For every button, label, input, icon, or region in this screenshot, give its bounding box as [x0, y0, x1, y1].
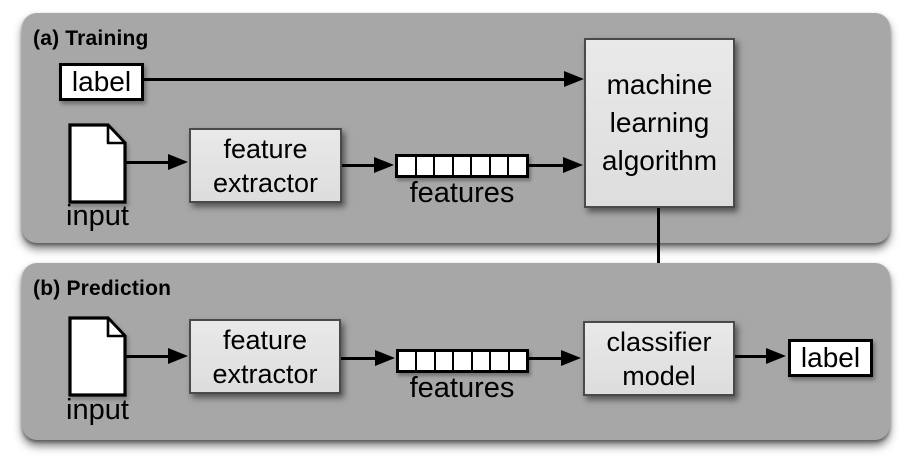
prediction-features-caption: features	[409, 372, 515, 404]
panel-training	[22, 13, 890, 243]
document-icon	[68, 316, 127, 397]
arrow-line	[529, 357, 563, 360]
arrow-line	[735, 355, 768, 358]
feature-cell	[454, 352, 473, 370]
arrow-line	[125, 355, 170, 358]
feature-extractor-line1: feature	[223, 133, 308, 164]
feature-cell	[490, 157, 510, 175]
training-label-box: label	[59, 63, 144, 101]
feature-cell	[472, 352, 492, 370]
arrow-head-icon	[374, 157, 394, 173]
feature-cell	[509, 157, 527, 175]
arrow-line	[341, 357, 377, 360]
classifier-line1: classifier	[606, 326, 712, 357]
classifier-line2: model	[622, 360, 696, 391]
arrow-line	[529, 164, 565, 167]
arrow-head-icon	[563, 157, 583, 173]
feature-extractor-line2: extractor	[212, 167, 319, 198]
algorithm-line2: learning	[609, 107, 710, 138]
feature-extractor-line2: extractor	[212, 358, 318, 389]
arrow-line	[124, 161, 170, 164]
prediction-feature-extractor-box: feature extractor	[189, 319, 341, 394]
feature-extractor-line1: feature	[222, 324, 308, 355]
prediction-input-caption: input	[66, 394, 129, 426]
feature-cell	[472, 157, 491, 175]
training-features-strip	[395, 154, 529, 178]
arrow-line	[657, 208, 660, 298]
prediction-label-box: label	[788, 339, 873, 377]
prediction-label-text: label	[800, 342, 861, 373]
arrow-head-icon	[766, 348, 786, 364]
feature-cell	[435, 157, 454, 175]
feature-cell	[417, 352, 436, 370]
classifier-model-box: classifier model	[583, 321, 735, 396]
algorithm-line3: algorithm	[601, 145, 718, 176]
feature-cell	[453, 157, 473, 175]
arrow-head-icon	[168, 348, 188, 364]
algorithm-line1: machine	[606, 69, 713, 100]
feature-cell	[509, 352, 526, 370]
feature-cell	[416, 157, 436, 175]
training-input-caption: input	[66, 200, 129, 232]
panel-prediction-title: (b) Prediction	[33, 277, 172, 300]
arrow-head-icon	[564, 71, 584, 87]
arrow-line	[342, 164, 376, 167]
prediction-features-strip	[396, 349, 529, 373]
machine-learning-algorithm-box: machine learning algorithm	[584, 38, 735, 208]
arrow-head-icon	[375, 350, 395, 366]
feature-cell	[435, 352, 455, 370]
feature-cell	[491, 352, 510, 370]
training-label-text: label	[71, 66, 132, 97]
arrow-head-icon	[168, 154, 188, 170]
arrow-line	[143, 78, 566, 81]
arrow-head-icon	[561, 350, 581, 366]
training-feature-extractor-box: feature extractor	[189, 128, 342, 203]
panel-training-title: (a) Training	[33, 27, 149, 50]
document-icon	[68, 123, 127, 204]
feature-cell	[399, 352, 418, 370]
training-features-caption: features	[409, 177, 515, 209]
feature-cell	[398, 157, 417, 175]
